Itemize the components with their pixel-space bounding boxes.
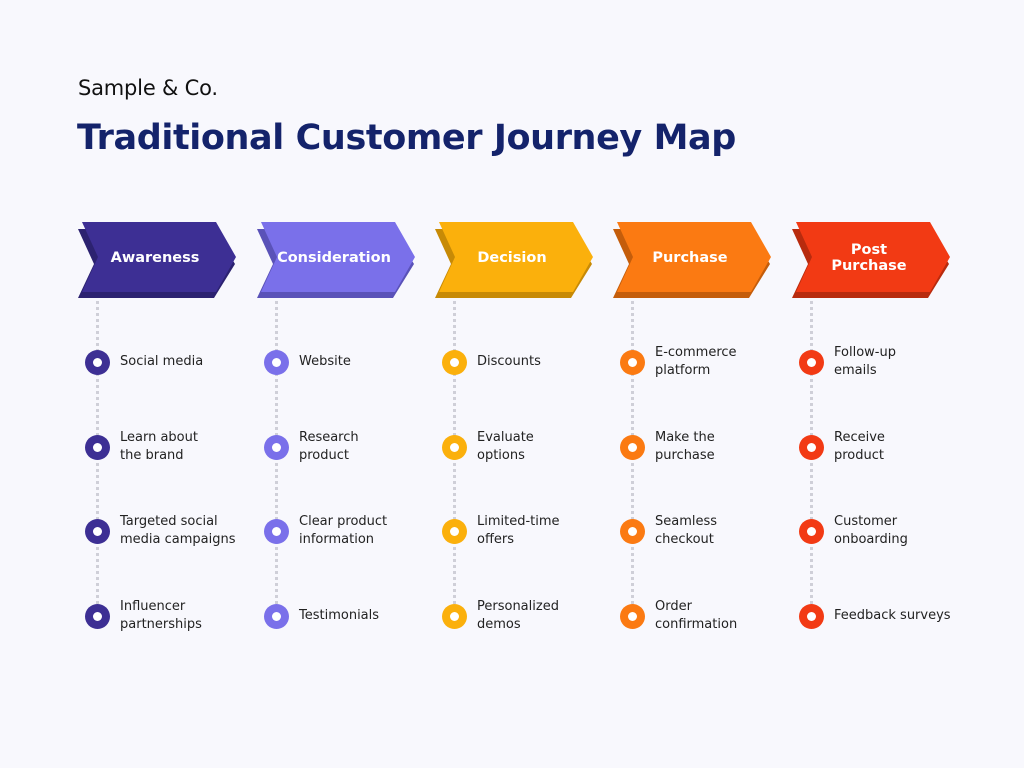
page-title: Traditional Customer Journey Map [77,118,736,158]
touchpoint-text: Make the purchase [655,430,715,463]
stage-arrow [613,222,773,302]
circle-marker-icon [442,349,467,375]
stage-arrow [792,222,952,302]
touchpoint-item: Follow-up emails [799,342,959,382]
circle-marker-icon [799,434,824,460]
circle-marker-icon [620,349,645,375]
touchpoint-text: Clear product information [299,514,388,547]
circle-marker-icon [85,603,110,629]
touchpoint-text: Website [299,354,351,369]
circle-marker-icon [85,349,110,375]
touchpoint-item: Personalized demos [442,596,602,636]
stage-label: Awareness [110,250,200,266]
touchpoint-text: Social media [120,354,204,369]
touchpoint-item: Targeted social media campaigns [85,511,245,551]
touchpoint-text: Feedback surveys [834,608,951,623]
stage-decision: Decision Discounts Evaluate options Limi… [435,222,595,642]
stage-consideration: Consideration Website Research product C… [257,222,417,642]
stage-arrow [257,222,417,302]
stage-arrow [435,222,595,302]
touchpoint-item: Seamless checkout [620,511,780,551]
circle-marker-icon [85,434,110,460]
touchpoint-item: Research product [264,427,424,467]
circle-marker-icon [264,434,289,460]
circle-marker-icon [264,518,289,544]
touchpoint-item: Order confirmation [620,596,780,636]
touchpoint-item: E-commerce platform [620,342,780,382]
touchpoint-item: Social media [85,342,245,382]
touchpoint-text: Order confirmation [655,599,738,632]
touchpoint-text: Personalized demos [477,599,559,632]
circle-marker-icon [442,603,467,629]
touchpoint-item: Evaluate options [442,427,602,467]
touchpoint-text: Learn about the brand [120,430,198,463]
circle-marker-icon [85,518,110,544]
touchpoint-text: Limited-time offers [477,514,560,547]
touchpoint-item: Receive product [799,427,959,467]
touchpoint-text: Evaluate options [477,430,534,463]
circle-marker-icon [264,603,289,629]
circle-marker-icon [799,518,824,544]
touchpoint-item: Feedback surveys [799,596,959,636]
touchpoint-item: Make the purchase [620,427,780,467]
stage-post-purchase: Post Purchase Follow-up emails Receive p… [792,222,952,642]
touchpoint-text: Testimonials [299,608,380,623]
stage-purchase: Purchase E-commerce platform Make the pu… [613,222,773,642]
circle-marker-icon [620,518,645,544]
circle-marker-icon [620,434,645,460]
stage-label: Decision [477,250,547,266]
stage-label: Post Purchase [831,242,907,274]
stage-label: Consideration [277,250,391,266]
touchpoint-item: Website [264,342,424,382]
stage-arrow [78,222,238,302]
touchpoint-text: Influencer partnerships [120,599,202,632]
touchpoint-text: Research product [299,430,359,463]
circle-marker-icon [442,518,467,544]
touchpoint-item: Discounts [442,342,602,382]
touchpoint-item: Limited-time offers [442,511,602,551]
touchpoint-text: Customer onboarding [834,514,908,547]
touchpoint-text: Seamless checkout [655,514,718,547]
stage-label: Purchase [652,250,728,266]
circle-marker-icon [799,603,824,629]
circle-marker-icon [264,349,289,375]
touchpoint-text: E-commerce platform [655,345,737,378]
circle-marker-icon [620,603,645,629]
touchpoint-text: Follow-up emails [834,345,896,378]
circle-marker-icon [799,349,824,375]
touchpoint-item: Influencer partnerships [85,596,245,636]
touchpoint-item: Testimonials [264,596,424,636]
stage-awareness: Awareness Social media Learn about the b… [78,222,238,642]
touchpoint-text: Targeted social media campaigns [120,514,236,547]
circle-marker-icon [442,434,467,460]
touchpoint-text: Discounts [477,354,541,369]
touchpoint-item: Clear product information [264,511,424,551]
company-name: Sample & Co. [78,76,218,100]
touchpoint-item: Customer onboarding [799,511,959,551]
touchpoint-item: Learn about the brand [85,427,245,467]
touchpoint-text: Receive product [834,430,885,463]
